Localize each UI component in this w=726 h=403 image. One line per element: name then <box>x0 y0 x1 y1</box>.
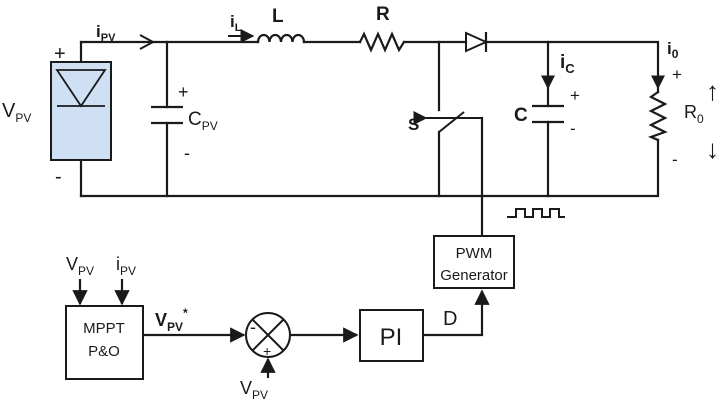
pwm-waveform-icon <box>507 208 565 218</box>
mppt-block <box>65 305 144 380</box>
load-resistor-icon <box>647 90 668 142</box>
io-label: i0 <box>667 39 679 61</box>
pi-controller-block <box>359 309 424 362</box>
load-minus: - <box>672 150 678 169</box>
power-wiring <box>79 40 660 238</box>
ipv-arrow-icon <box>139 34 156 50</box>
ic-label: iC <box>560 52 575 76</box>
pv-minus: - <box>55 166 62 188</box>
ipv-label: iPV <box>96 22 116 44</box>
load-resistor-label: R0 <box>684 102 704 126</box>
feedback-vpv-label: VPV <box>240 378 268 402</box>
inductor-icon <box>256 33 306 44</box>
cpv-minus: - <box>184 143 190 163</box>
pwm-generator-line2: Generator <box>440 267 508 284</box>
up-arrow-icon: ↑ <box>706 76 719 106</box>
cpv-label: CPV <box>188 109 218 133</box>
vref-label: VPV* <box>155 306 188 334</box>
duty-signal-line <box>423 289 490 337</box>
switch-icon <box>413 111 482 133</box>
mppt-ipv-input-label: iPV <box>116 254 136 278</box>
resistor-label: R <box>376 4 390 25</box>
pi-label: PI <box>380 324 403 351</box>
cout-plus: + <box>570 86 580 105</box>
il-label: iL <box>230 12 242 34</box>
mppt-vpv-input-label: VPV <box>66 254 94 278</box>
pv-plus: + <box>54 43 66 65</box>
pv-panel <box>50 61 112 161</box>
pwm-generator-line1: PWM <box>456 245 493 262</box>
cpv-capacitor-icon <box>151 105 183 125</box>
vpv-label: VPV <box>2 100 31 125</box>
mppt-line1: MPPT <box>83 320 125 337</box>
pwm-generator-block <box>433 235 515 289</box>
load-plus: + <box>672 65 682 84</box>
cout-minus: - <box>570 119 576 138</box>
duty-label: D <box>443 308 457 330</box>
output-capacitor-icon <box>532 104 564 124</box>
sum-minus: - <box>250 317 256 337</box>
diode-icon <box>465 31 489 53</box>
switch-label: S <box>408 115 419 134</box>
resistor-icon <box>358 31 406 53</box>
sum-plus: + <box>263 343 271 359</box>
inductor-label: L <box>272 6 284 27</box>
cpv-plus: + <box>178 82 189 102</box>
output-capacitor-label: C <box>514 105 528 126</box>
mppt-line2: P&O <box>88 343 120 360</box>
down-arrow-icon: ↓ <box>706 134 719 164</box>
